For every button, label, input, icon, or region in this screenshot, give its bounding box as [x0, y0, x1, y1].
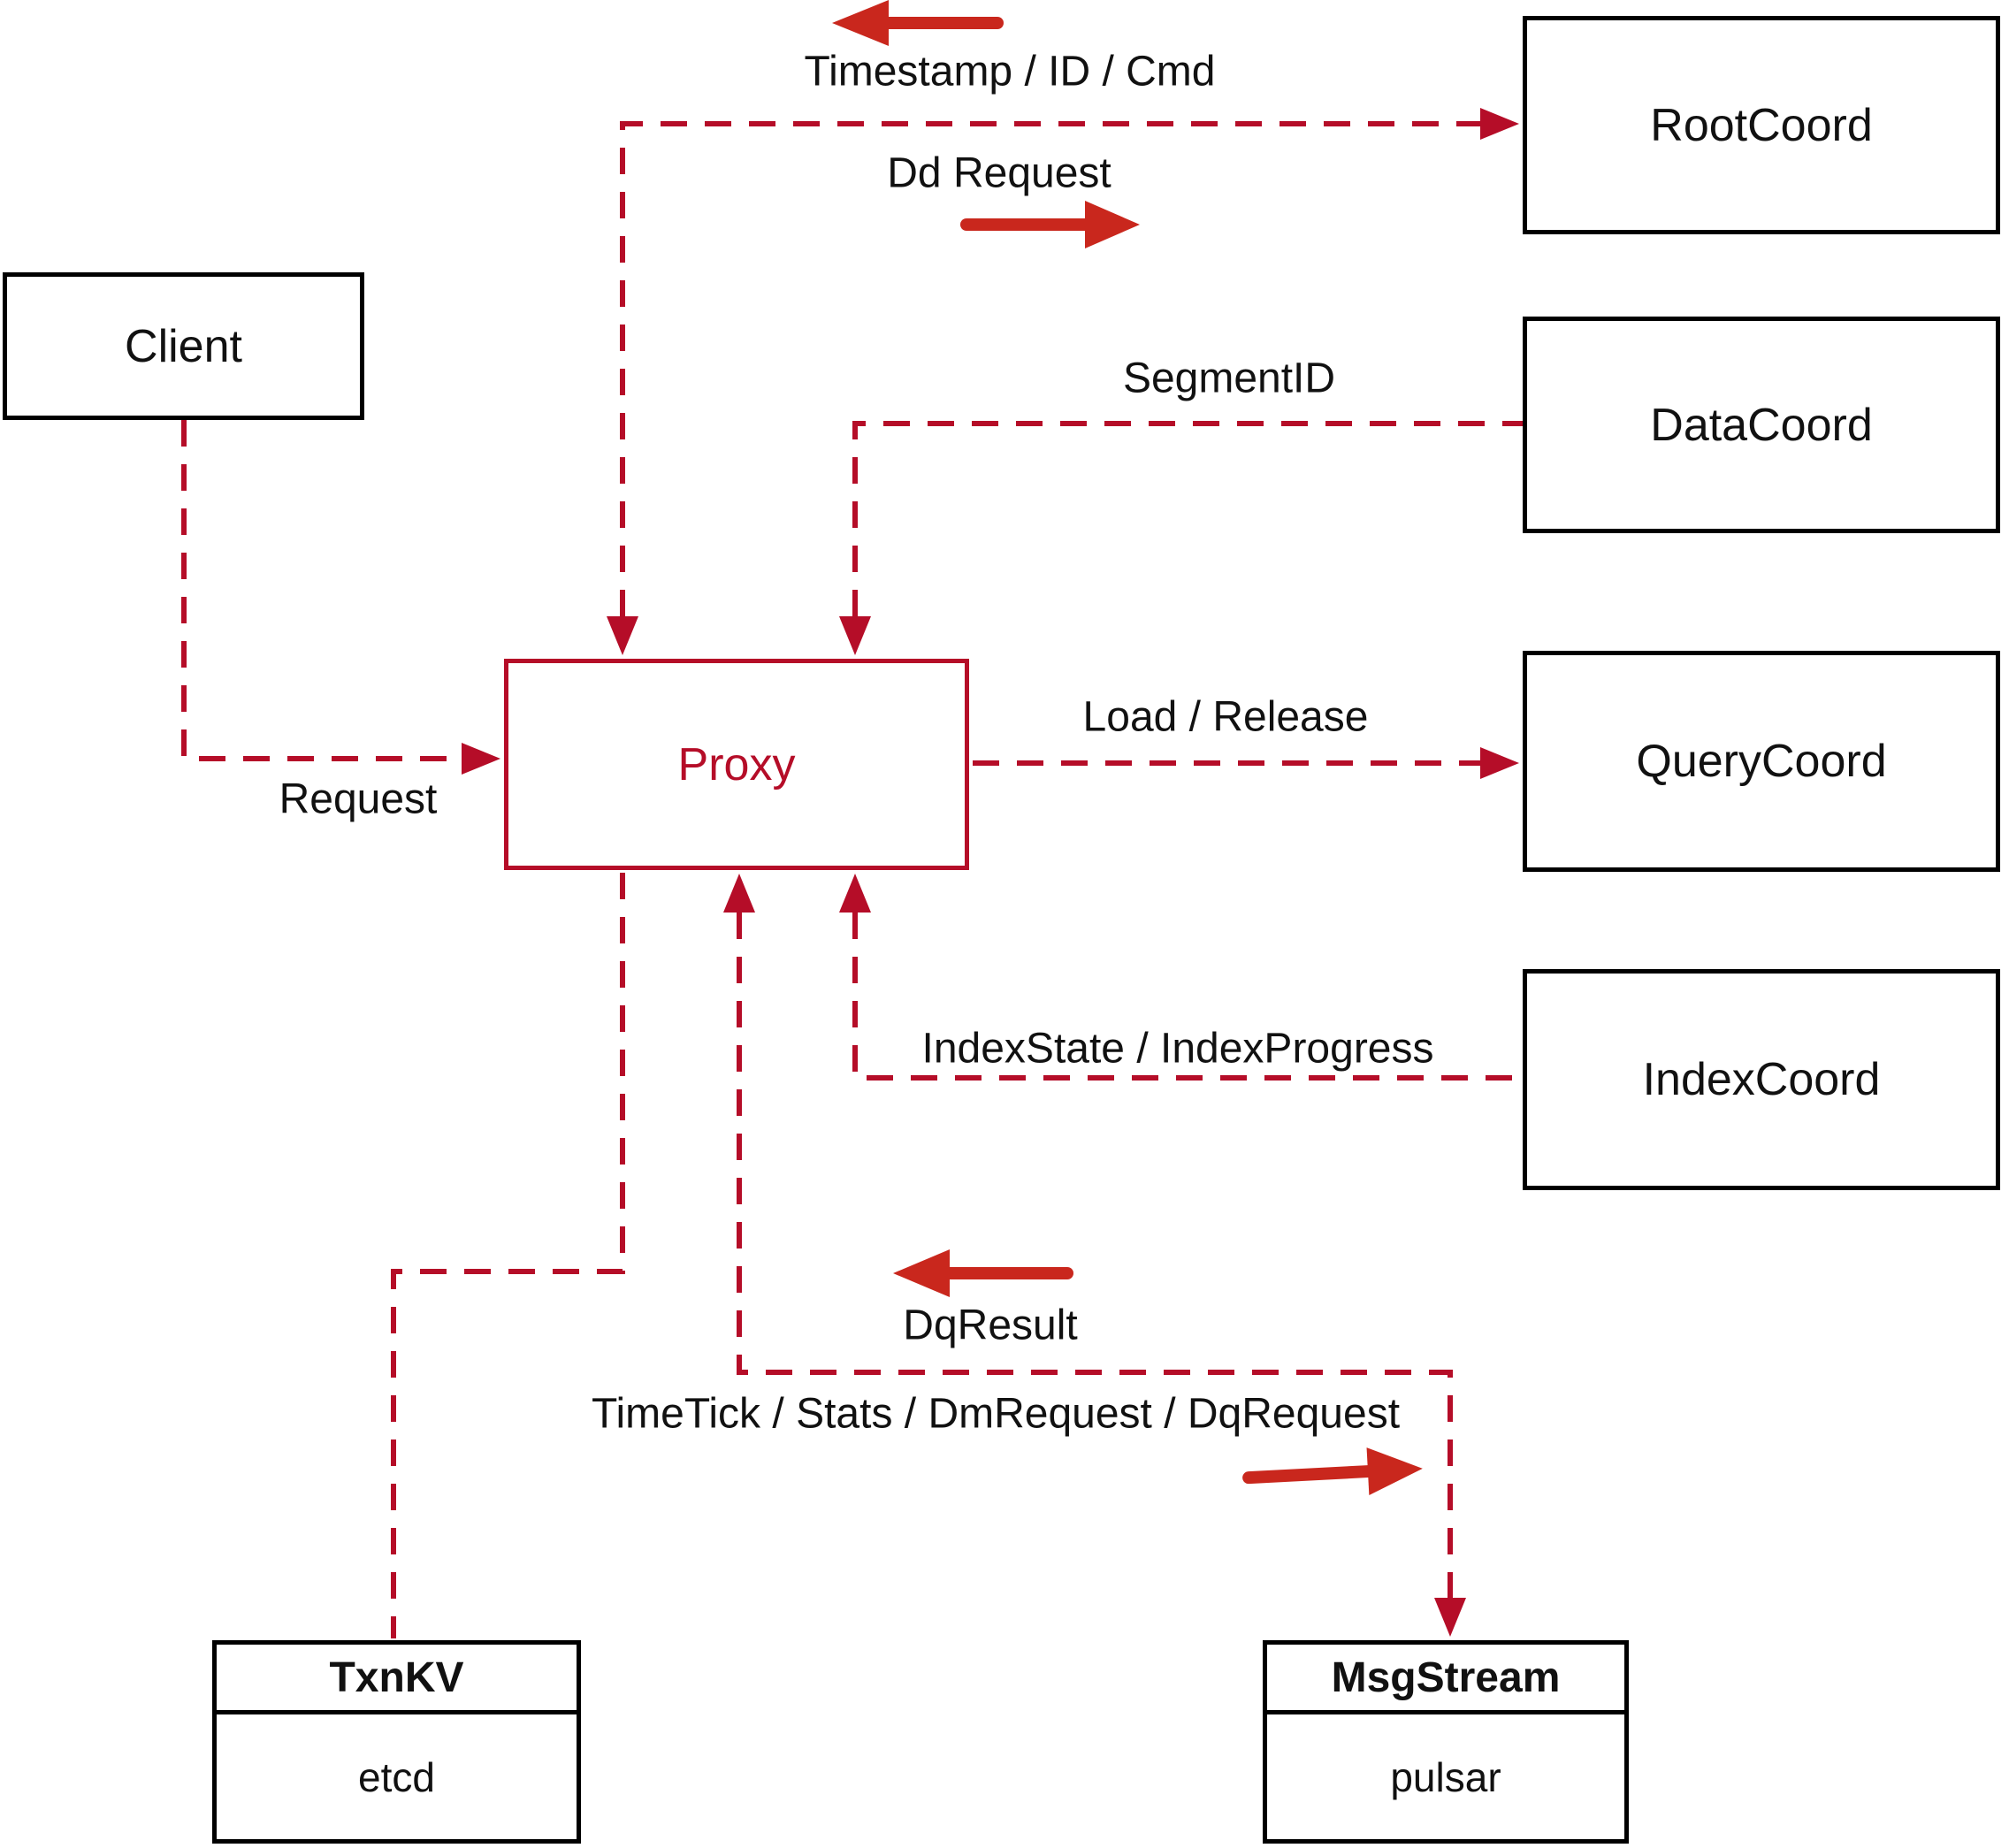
- node-msgstream: MsgStream pulsar: [1263, 1640, 1629, 1844]
- node-rootcoord: RootCoord: [1523, 16, 2000, 234]
- node-client: Client: [3, 272, 364, 420]
- node-datacoord-label: DataCoord: [1650, 399, 1873, 451]
- direction-arrow-left-dq-result: [893, 1249, 1073, 1297]
- edge-label-request: Request: [279, 775, 438, 823]
- edge-label-timestamp-id-cmd: Timestamp / ID / Cmd: [804, 48, 1216, 95]
- node-client-label: Client: [125, 320, 242, 372]
- arrowhead-into-rootcoord: [1480, 108, 1519, 140]
- edge-label-load-release: Load / Release: [1082, 693, 1369, 741]
- edge-indexcoord-proxy: [852, 913, 1523, 1081]
- arrowhead-into-proxy-top-root: [607, 616, 638, 655]
- edge-client-proxy: [181, 420, 463, 761]
- node-txnkv: TxnKV etcd: [212, 1640, 581, 1844]
- edge-label-segment-id: SegmentID: [1122, 355, 1336, 402]
- arrowhead-into-msgstream: [1434, 1598, 1466, 1637]
- edge-proxy-txnkv: [391, 873, 625, 1638]
- arrowhead-into-proxy-left: [462, 743, 500, 775]
- node-msgstream-impl: pulsar: [1390, 1753, 1501, 1800]
- direction-arrow-right-dd-request: [960, 201, 1140, 248]
- node-rootcoord-label: RootCoord: [1650, 99, 1873, 151]
- arrowhead-into-proxy-bottom-msg: [723, 874, 755, 913]
- node-txnkv-impl: etcd: [358, 1753, 435, 1800]
- node-txnkv-title: TxnKV: [217, 1645, 577, 1714]
- edge-label-time-tick: TimeTick / Stats / DmRequest / DqRequest: [591, 1390, 1401, 1438]
- edge-proxy-rootcoord: [620, 121, 1480, 616]
- direction-arrow-right-time-tick: [1242, 1447, 1423, 1496]
- edge-datacoord-proxy: [852, 421, 1523, 616]
- edge-label-dd-request: Dd Request: [887, 149, 1111, 197]
- node-datacoord: DataCoord: [1523, 317, 2000, 533]
- node-proxy: Proxy: [504, 659, 969, 870]
- direction-arrow-left-timestamp: [832, 0, 1004, 46]
- node-indexcoord: IndexCoord: [1523, 969, 2000, 1190]
- node-querycoord-label: QueryCoord: [1636, 736, 1887, 787]
- edge-proxy-msgstream: [737, 913, 1453, 1598]
- edge-label-dq-result: DqResult: [903, 1302, 1078, 1349]
- edge-label-index-state-progress: IndexState / IndexProgress: [921, 1025, 1434, 1073]
- arrowhead-into-querycoord: [1480, 747, 1519, 779]
- arrowhead-into-proxy-top-data: [839, 616, 871, 655]
- node-indexcoord-label: IndexCoord: [1642, 1054, 1881, 1105]
- arrowhead-into-proxy-bottom-index: [839, 874, 871, 913]
- node-querycoord: QueryCoord: [1523, 651, 2000, 872]
- node-proxy-label: Proxy: [677, 738, 796, 790]
- node-msgstream-title: MsgStream: [1267, 1645, 1624, 1714]
